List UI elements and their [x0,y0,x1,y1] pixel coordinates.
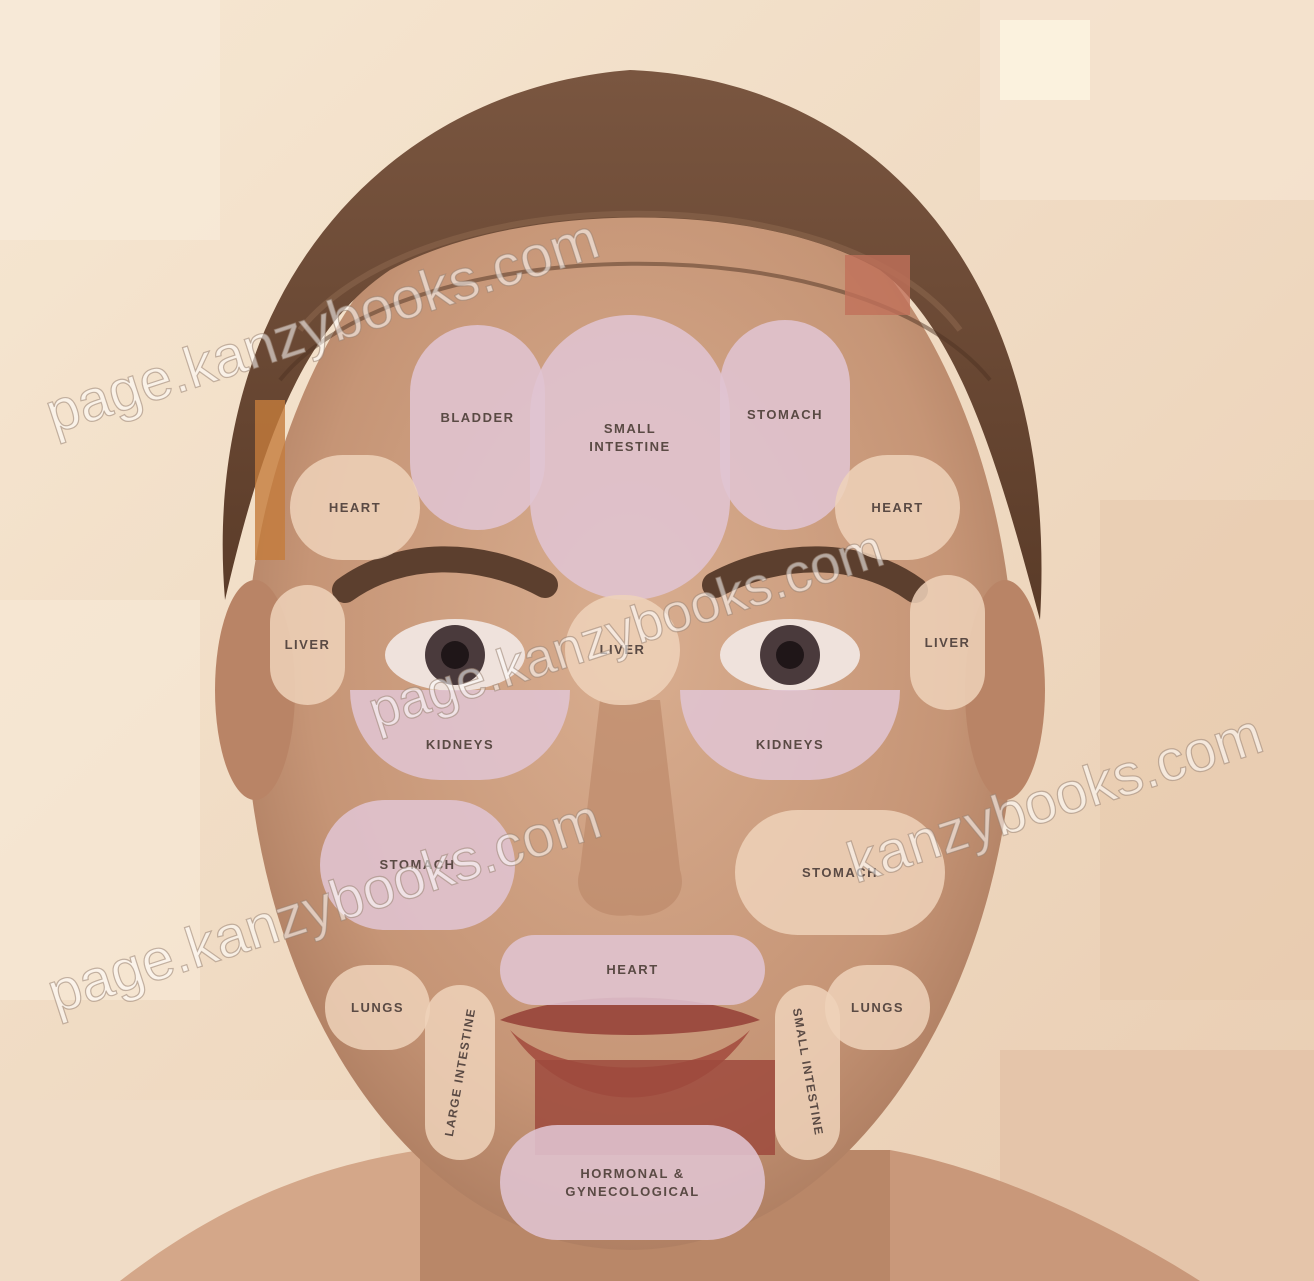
zone-label-stomach-top: STOMACH [747,406,823,424]
zone-label-lungs-left: LUNGS [351,999,404,1017]
zone-label-heart-lip: HEART [606,961,658,979]
zone-large-intestine: LARGE INTESTINE [425,985,495,1160]
zone-small-intestine: SMALL INTESTINE [530,315,730,600]
zone-liver-left: LIVER [270,585,345,705]
zone-label-heart-right: HEART [871,499,923,517]
zone-label-large-intestine: LARGE INTESTINE [441,1007,480,1138]
zone-label-kidneys-left: KIDNEYS [426,736,494,754]
zone-label-bladder: BLADDER [440,409,514,427]
zone-label-small-intestine-jaw: SMALL INTESTINE [788,1007,826,1137]
zone-stomach-top: STOMACH [720,320,850,530]
zone-heart-lip: HEART [500,935,765,1005]
zone-label-lungs-right: LUNGS [851,999,904,1017]
zone-hormonal: HORMONAL & GYNECOLOGICAL [500,1125,765,1240]
zone-label-liver-left: LIVER [285,636,331,654]
zone-label-hormonal: HORMONAL & GYNECOLOGICAL [565,1165,699,1200]
zone-lungs-left: LUNGS [325,965,430,1050]
zone-bladder: BLADDER [410,325,545,530]
zone-label-kidneys-right: KIDNEYS [756,736,824,754]
zone-lungs-right: LUNGS [825,965,930,1050]
zone-liver-right: LIVER [910,575,985,710]
zone-small-intestine-jaw: SMALL INTESTINE [775,985,840,1160]
zone-label-liver-right: LIVER [925,634,971,652]
zone-heart-left: HEART [290,455,420,560]
zone-label-small-intestine: SMALL INTESTINE [589,420,670,455]
zone-label-heart-left: HEART [329,499,381,517]
